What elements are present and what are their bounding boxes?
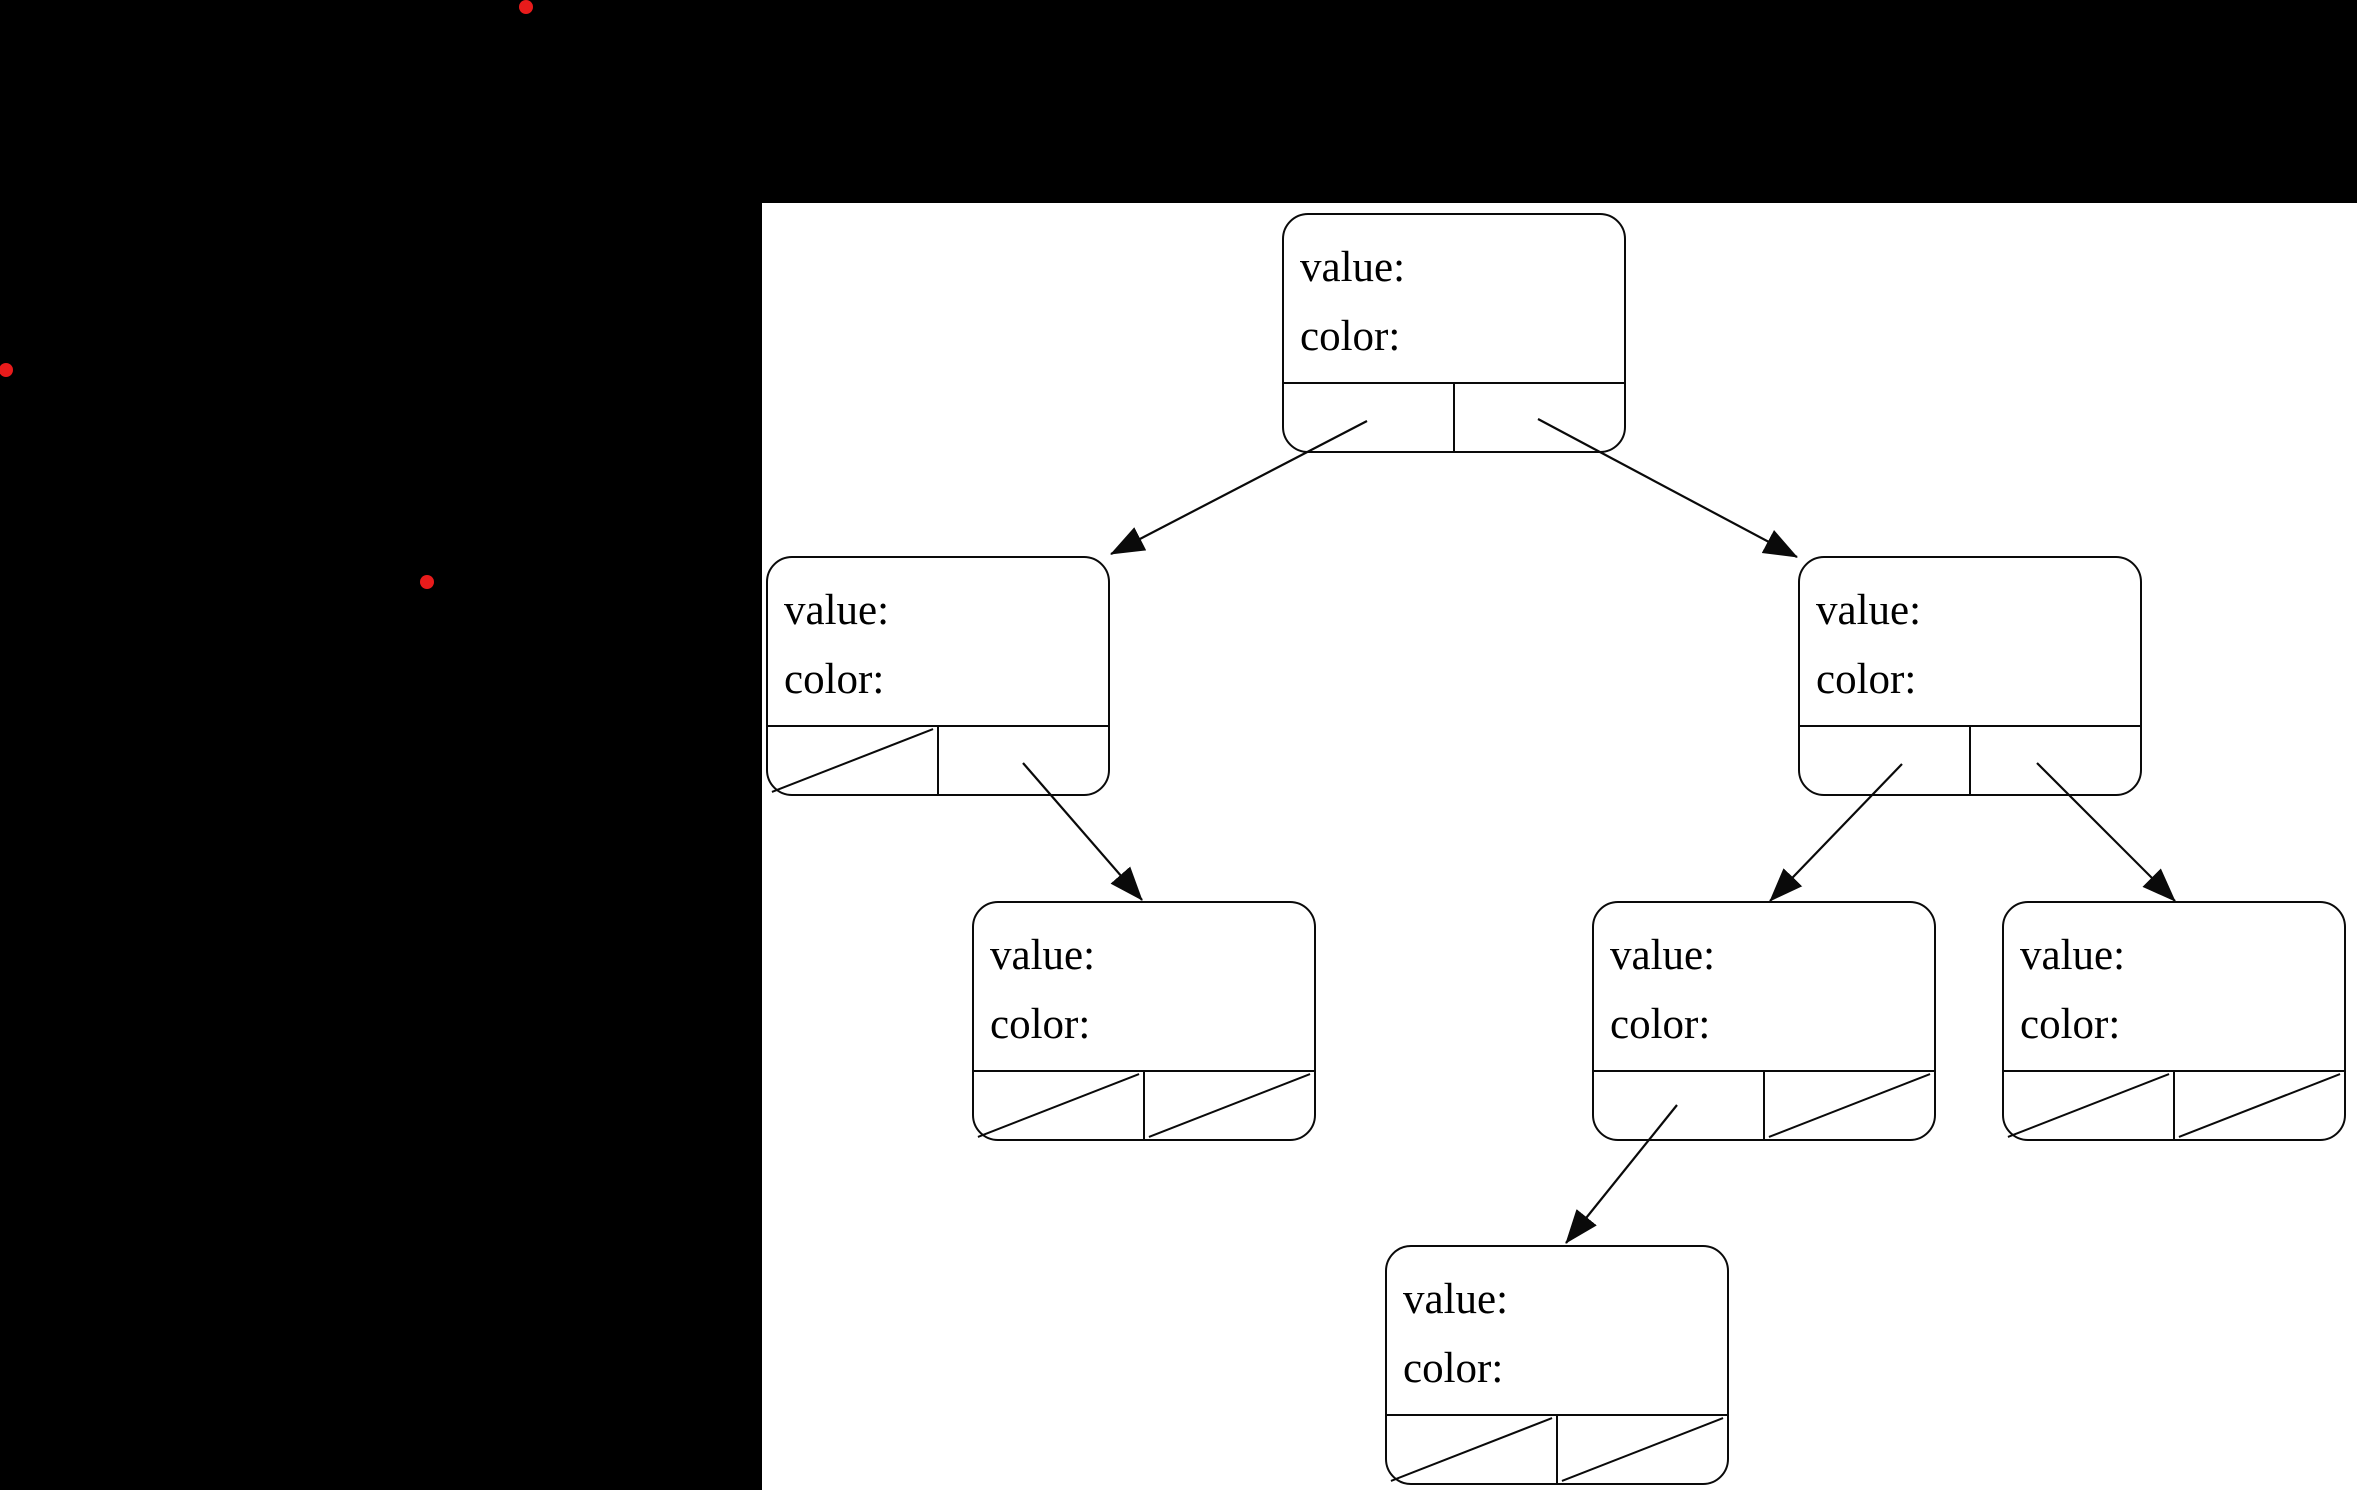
left-pointer-cell — [1594, 1072, 1765, 1139]
pointer-row — [974, 1070, 1314, 1139]
node-fields: value: color: — [1800, 558, 2140, 714]
left-pointer-cell — [768, 727, 939, 794]
tree-node-right-left-left: value: color: — [1385, 1245, 1729, 1485]
left-pointer-cell — [1800, 727, 1971, 794]
null-pointer-slash-icon — [2007, 1073, 2170, 1138]
color-field-label: color: — [784, 656, 885, 703]
tree-node-right-child: value: color: — [1798, 556, 2142, 796]
red-dot-left — [0, 363, 13, 377]
null-pointer-slash-icon — [1561, 1417, 1724, 1482]
value-field-label: value: — [2020, 932, 2126, 979]
color-field-label: color: — [1403, 1345, 1504, 1392]
value-field-label: value: — [1300, 244, 1406, 291]
pointer-row — [768, 725, 1108, 794]
tree-node-root: value: color: — [1282, 213, 1626, 453]
value-field-label: value: — [784, 587, 890, 634]
pointer-row — [2004, 1070, 2344, 1139]
node-fields: value: color: — [974, 903, 1314, 1059]
node-fields: value: color: — [2004, 903, 2344, 1059]
tree-node-left-child: value: color: — [766, 556, 1110, 796]
tree-node-left-right-grandchild: value: color: — [972, 901, 1316, 1141]
color-field-label: color: — [2020, 1001, 2121, 1048]
red-dot-middle — [420, 575, 434, 589]
diagram-viewport: value: color: value: color: — [762, 203, 2357, 1490]
tree-node-right-right-grandchild: value: color: — [2002, 901, 2346, 1141]
tree-node-right-left-grandchild: value: color: — [1592, 901, 1936, 1141]
red-dot-top — [519, 0, 533, 14]
right-pointer-cell — [2175, 1072, 2344, 1139]
value-field-label: value: — [1610, 932, 1716, 979]
null-pointer-slash-icon — [2178, 1073, 2341, 1138]
right-pointer-cell — [1971, 727, 2140, 794]
null-pointer-slash-icon — [1390, 1417, 1553, 1482]
pointer-row — [1800, 725, 2140, 794]
right-pointer-cell — [1455, 384, 1624, 451]
node-fields: value: color: — [1594, 903, 1934, 1059]
right-pointer-cell — [1145, 1072, 1314, 1139]
color-field-label: color: — [990, 1001, 1091, 1048]
right-pointer-cell — [939, 727, 1108, 794]
pointer-row — [1387, 1414, 1727, 1483]
node-fields: value: color: — [768, 558, 1108, 714]
pointer-row — [1594, 1070, 1934, 1139]
color-field-label: color: — [1300, 313, 1401, 360]
node-fields: value: color: — [1387, 1247, 1727, 1403]
node-fields: value: color: — [1284, 215, 1624, 371]
null-pointer-slash-icon — [1768, 1073, 1931, 1138]
null-pointer-slash-icon — [771, 728, 934, 793]
left-pointer-cell — [974, 1072, 1145, 1139]
value-field-label: value: — [1816, 587, 1922, 634]
null-pointer-slash-icon — [977, 1073, 1140, 1138]
right-pointer-cell — [1558, 1416, 1727, 1483]
null-pointer-slash-icon — [1148, 1073, 1311, 1138]
color-field-label: color: — [1816, 656, 1917, 703]
left-pointer-cell — [1284, 384, 1455, 451]
color-field-label: color: — [1610, 1001, 1711, 1048]
right-pointer-cell — [1765, 1072, 1934, 1139]
left-pointer-cell — [1387, 1416, 1558, 1483]
value-field-label: value: — [990, 932, 1096, 979]
left-pointer-cell — [2004, 1072, 2175, 1139]
pointer-row — [1284, 382, 1624, 451]
value-field-label: value: — [1403, 1276, 1509, 1323]
